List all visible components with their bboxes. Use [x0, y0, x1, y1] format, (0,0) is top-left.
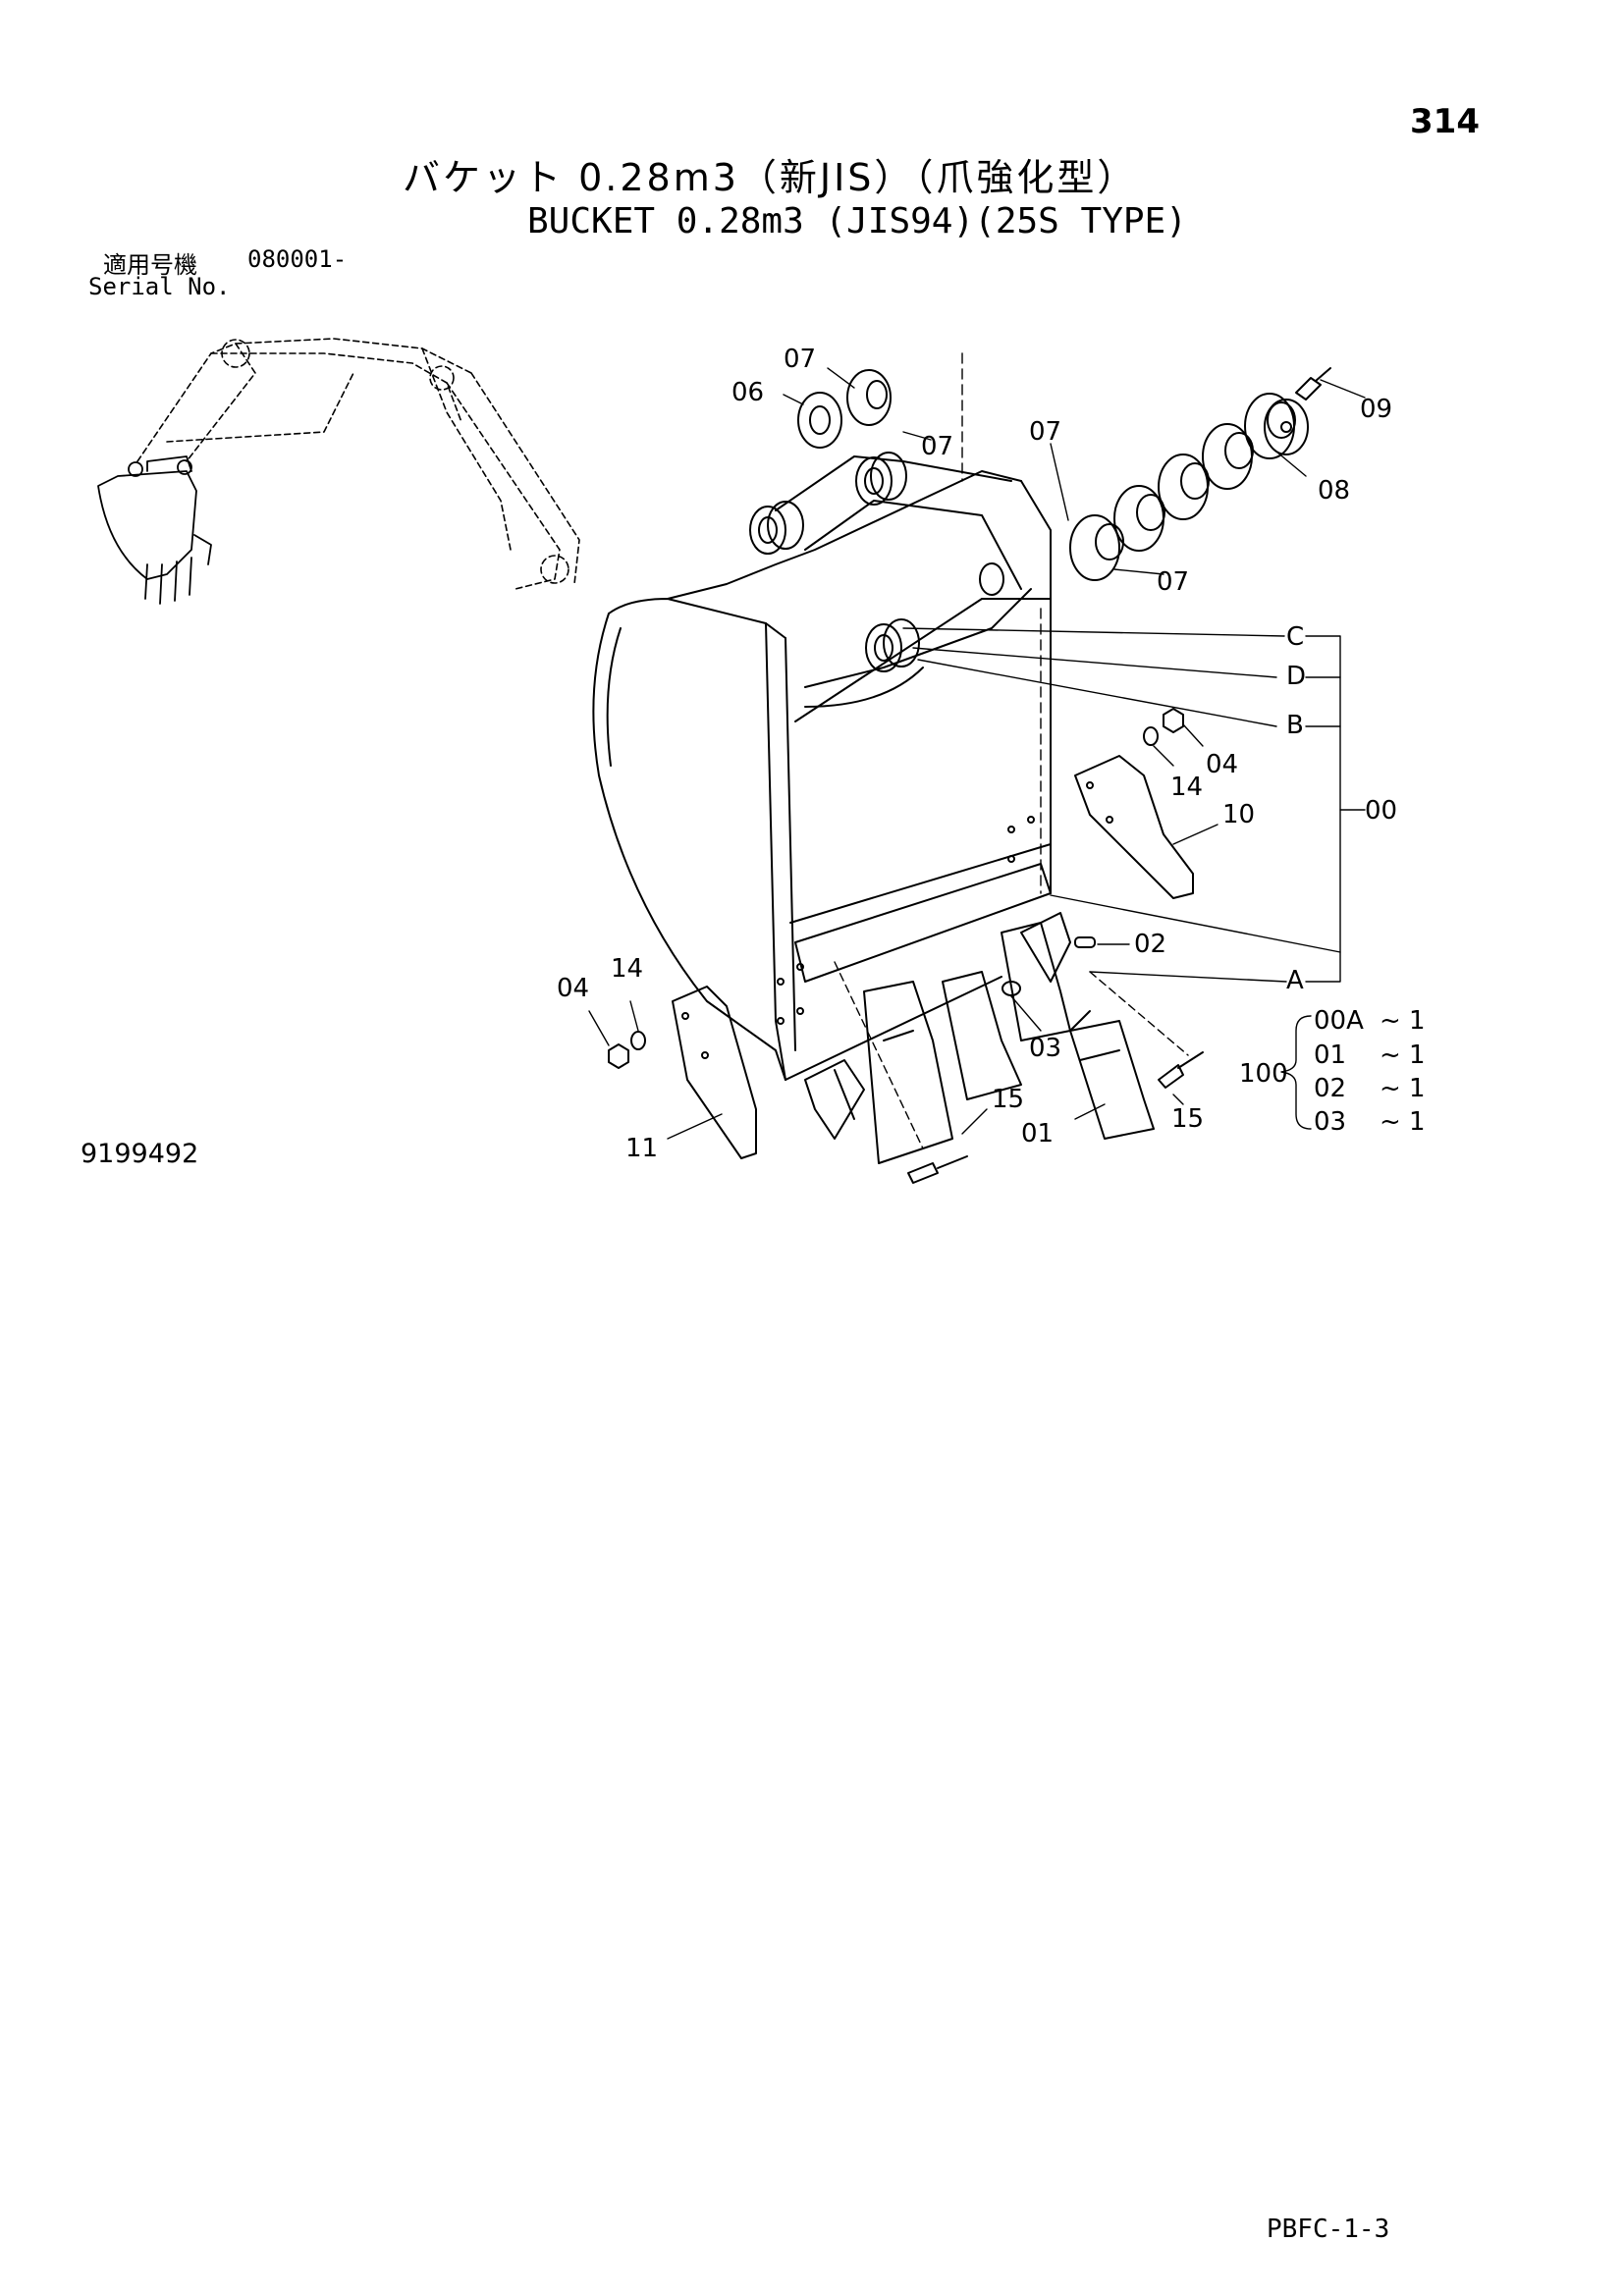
kit-item-qty: ~ 1: [1380, 1107, 1426, 1137]
callout-C: C: [1286, 622, 1304, 652]
kit-item-qty: ~ 1: [1380, 1006, 1426, 1036]
title-japanese: バケット 0.28m3（新JIS）（爪強化型）: [403, 156, 1138, 199]
callout-04-right: 04: [1206, 750, 1238, 779]
serial-number-value: 080001-: [247, 245, 348, 273]
callout-A: A: [1286, 966, 1304, 995]
callout-04-left: 04: [557, 974, 589, 1003]
callout-07-mid: 07: [921, 432, 953, 461]
drawing-number: 9199492: [81, 1139, 199, 1169]
title-english: BUCKET 0.28m3 (JIS94)(25S TYPE): [527, 201, 1187, 241]
kit-item-qty: ~ 1: [1380, 1074, 1426, 1103]
kit-item-part: 03: [1314, 1107, 1346, 1137]
kit-item-qty: ~ 1: [1380, 1041, 1426, 1070]
callout-07-right-top: 07: [1029, 417, 1061, 447]
kit-item-part: 00A: [1314, 1006, 1364, 1036]
bucket-teeth: [804, 912, 1204, 1184]
side-cutter-11: [672, 986, 757, 1159]
page-code: PBFC-1-3: [1267, 2215, 1390, 2244]
excavator-arm-thumbnail: [136, 338, 580, 590]
callout-02: 02: [1134, 930, 1166, 959]
callout-08: 08: [1318, 476, 1350, 506]
leader-lines: [588, 367, 1366, 1149]
callout-labels: 07 06 07 07 07 09 08 C D B A 00 04 14 10…: [557, 345, 1426, 1163]
top-washers: [797, 369, 892, 449]
callout-11: 11: [625, 1134, 658, 1163]
callout-06: 06: [731, 378, 764, 407]
callout-14-right: 14: [1170, 773, 1203, 802]
callout-07-top: 07: [784, 345, 816, 374]
page-number: 314: [1410, 102, 1480, 141]
callout-09: 09: [1360, 395, 1392, 424]
callout-15-right: 15: [1171, 1104, 1204, 1134]
serial-label-english: Serial No.: [88, 273, 231, 300]
kit-item-part: 02: [1314, 1074, 1346, 1103]
callout-07-right-bottom: 07: [1157, 567, 1189, 597]
callout-B: B: [1286, 711, 1304, 740]
nut-washer-right: [1143, 708, 1184, 746]
kit-number: 100: [1239, 1059, 1288, 1089]
side-cutter-10: [1074, 755, 1194, 899]
callout-10: 10: [1222, 800, 1255, 829]
shim-stack: [1069, 367, 1331, 581]
callout-00: 00: [1365, 796, 1397, 826]
thumbnail-bucket: [97, 455, 212, 605]
nut-washer-left: [608, 1031, 646, 1069]
callout-14-left: 14: [611, 954, 643, 984]
callout-D: D: [1286, 662, 1306, 691]
serial-label-japanese: 適用号機: [103, 251, 197, 279]
callout-01: 01: [1021, 1119, 1054, 1148]
callout-15-mid: 15: [992, 1085, 1024, 1114]
kit-item-part: 01: [1314, 1041, 1346, 1070]
callout-03: 03: [1029, 1034, 1061, 1063]
bucket-body: [592, 352, 1052, 1081]
